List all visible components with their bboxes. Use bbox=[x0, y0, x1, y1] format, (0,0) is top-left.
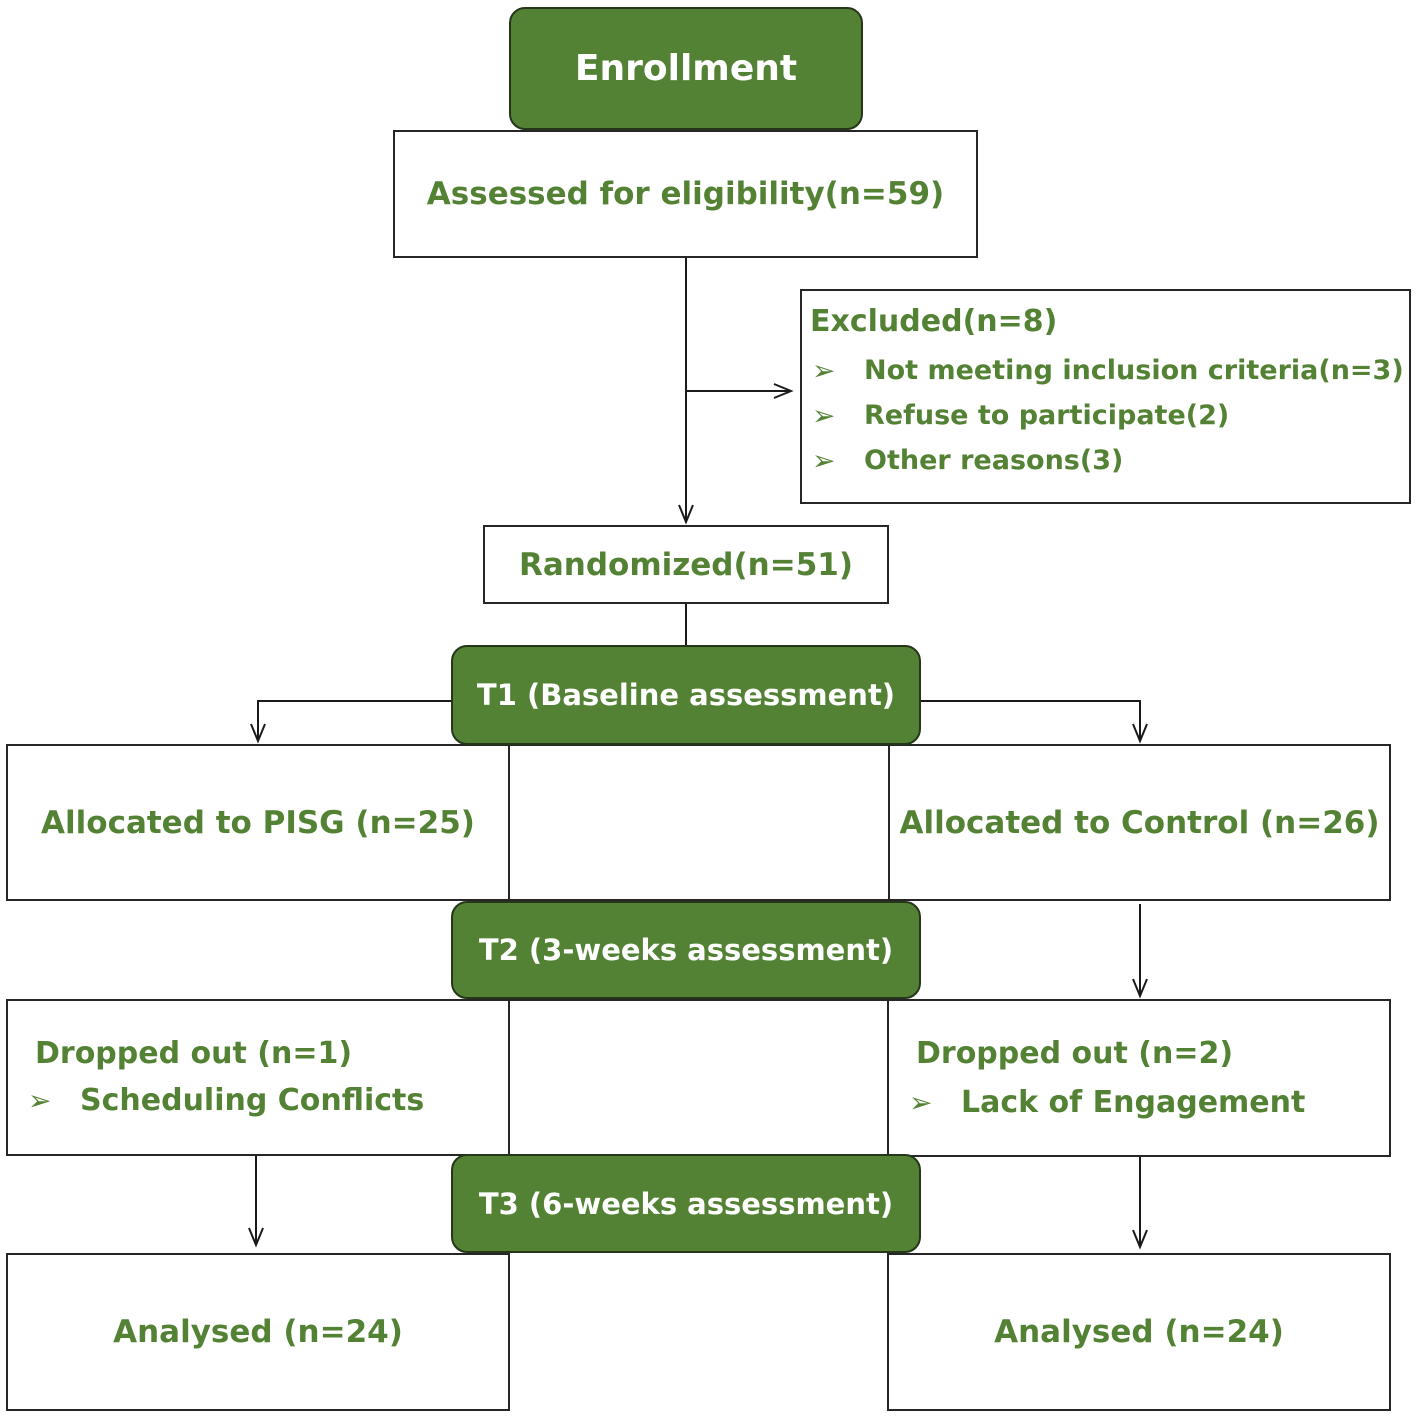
arrow-bullet-icon: ➢ bbox=[812, 444, 836, 477]
excluded-item-1: ➢ Not meeting inclusion criteria(n=3) bbox=[812, 354, 1404, 387]
arrow-bullet-icon: ➢ bbox=[28, 1084, 52, 1117]
analysed-left-label: Analysed (n=24) bbox=[113, 1314, 403, 1350]
dropout-right-reason: Lack of Engagement bbox=[961, 1085, 1306, 1120]
allocation-middle-box bbox=[508, 744, 890, 901]
assessed-box: Assessed for eligibility(n=59) bbox=[393, 130, 978, 258]
dropout-middle-box bbox=[508, 999, 890, 1156]
allocation-left-label: Allocated to PISG (n=25) bbox=[41, 804, 475, 841]
stage-t2: T2 (3-weeks assessment) bbox=[451, 901, 921, 999]
analysed-right-box: Analysed (n=24) bbox=[887, 1253, 1391, 1411]
arrow-t1-to-pisg bbox=[250, 700, 453, 744]
stage-enrollment-label: Enrollment bbox=[574, 48, 798, 89]
assessed-label: Assessed for eligibility(n=59) bbox=[426, 176, 945, 212]
stage-t3: T3 (6-weeks assessment) bbox=[451, 1154, 921, 1253]
dropout-right-box: Dropped out (n=2) ➢ Lack of Engagement bbox=[887, 999, 1391, 1157]
arrow-bullet-icon: ➢ bbox=[812, 354, 836, 387]
excluded-item-3: ➢ Other reasons(3) bbox=[812, 444, 1123, 477]
dropout-left-reason: Scheduling Conflicts bbox=[80, 1083, 425, 1118]
analysed-left-box: Analysed (n=24) bbox=[6, 1253, 510, 1411]
arrow-t1-to-control bbox=[919, 700, 1148, 744]
dropout-right-title: Dropped out (n=2) bbox=[916, 1036, 1234, 1071]
dropout-right-item: ➢ Lack of Engagement bbox=[909, 1085, 1305, 1120]
analysed-right-label: Analysed (n=24) bbox=[994, 1314, 1284, 1350]
excluded-item-label: Not meeting inclusion criteria(n=3) bbox=[864, 355, 1404, 386]
arrow-bullet-icon: ➢ bbox=[909, 1086, 933, 1119]
stage-t3-label: T3 (6-weeks assessment) bbox=[478, 1186, 894, 1221]
dropout-left-title: Dropped out (n=1) bbox=[35, 1036, 353, 1071]
dropout-left-box: Dropped out (n=1) ➢ Scheduling Conflicts bbox=[6, 999, 510, 1156]
allocation-right-label: Allocated to Control (n=26) bbox=[899, 804, 1380, 841]
allocation-right-box: Allocated to Control (n=26) bbox=[888, 744, 1391, 901]
randomized-box: Randomized(n=51) bbox=[483, 525, 889, 604]
excluded-item-label: Other reasons(3) bbox=[864, 445, 1124, 476]
excluded-item-label: Refuse to participate(2) bbox=[864, 400, 1230, 431]
excluded-item-2: ➢ Refuse to participate(2) bbox=[812, 399, 1229, 432]
randomized-label: Randomized(n=51) bbox=[518, 546, 854, 583]
stage-t2-label: T2 (3-weeks assessment) bbox=[478, 933, 894, 967]
stage-t1-label: T1 (Baseline assessment) bbox=[476, 678, 896, 712]
dropout-left-item: ➢ Scheduling Conflicts bbox=[28, 1083, 424, 1118]
stage-t1: T1 (Baseline assessment) bbox=[451, 645, 921, 745]
stage-enrollment: Enrollment bbox=[509, 7, 863, 130]
arrow-bullet-icon: ➢ bbox=[812, 399, 836, 432]
excluded-title: Excluded(n=8) bbox=[810, 304, 1058, 339]
excluded-box: Excluded(n=8) ➢ Not meeting inclusion cr… bbox=[800, 289, 1411, 504]
allocation-left-box: Allocated to PISG (n=25) bbox=[6, 744, 510, 901]
